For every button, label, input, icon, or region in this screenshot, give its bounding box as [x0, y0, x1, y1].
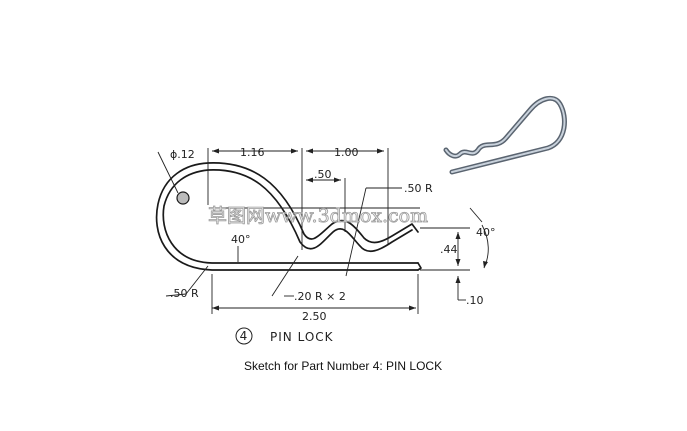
angle-left-label: 40°	[231, 233, 251, 246]
diameter-label: ϕ.12	[170, 148, 195, 161]
part-number-circle	[235, 327, 253, 345]
part-name: PIN LOCK	[270, 330, 334, 344]
radius-0-50-left: .50 R	[170, 287, 199, 300]
part-number: 4	[240, 329, 249, 343]
part-label: 4 PIN LOCK	[235, 327, 334, 345]
dimension-1-00: 1.00	[334, 146, 359, 159]
radius-0-20-x2: .20 R × 2	[294, 290, 346, 303]
pin-lock-3d-render	[443, 95, 567, 175]
angle-right-label: 40°	[476, 226, 496, 239]
radius-0-50-upper: .50 R	[404, 182, 433, 195]
total-length-2-50: 2.50	[302, 310, 327, 323]
figure-caption: Sketch for Part Number 4: PIN LOCK	[244, 359, 442, 373]
dimension-1-16: 1.16	[240, 146, 265, 159]
offset-0-10: .10	[466, 294, 484, 307]
arrowheads	[212, 148, 488, 311]
dimension-lines	[157, 148, 489, 314]
pin-lock-outline	[155, 162, 422, 271]
height-0-44: .44	[440, 243, 458, 256]
dimension-0-50: .50	[314, 168, 332, 181]
watermark-text: 草图网www.3dmox.com	[208, 205, 428, 227]
